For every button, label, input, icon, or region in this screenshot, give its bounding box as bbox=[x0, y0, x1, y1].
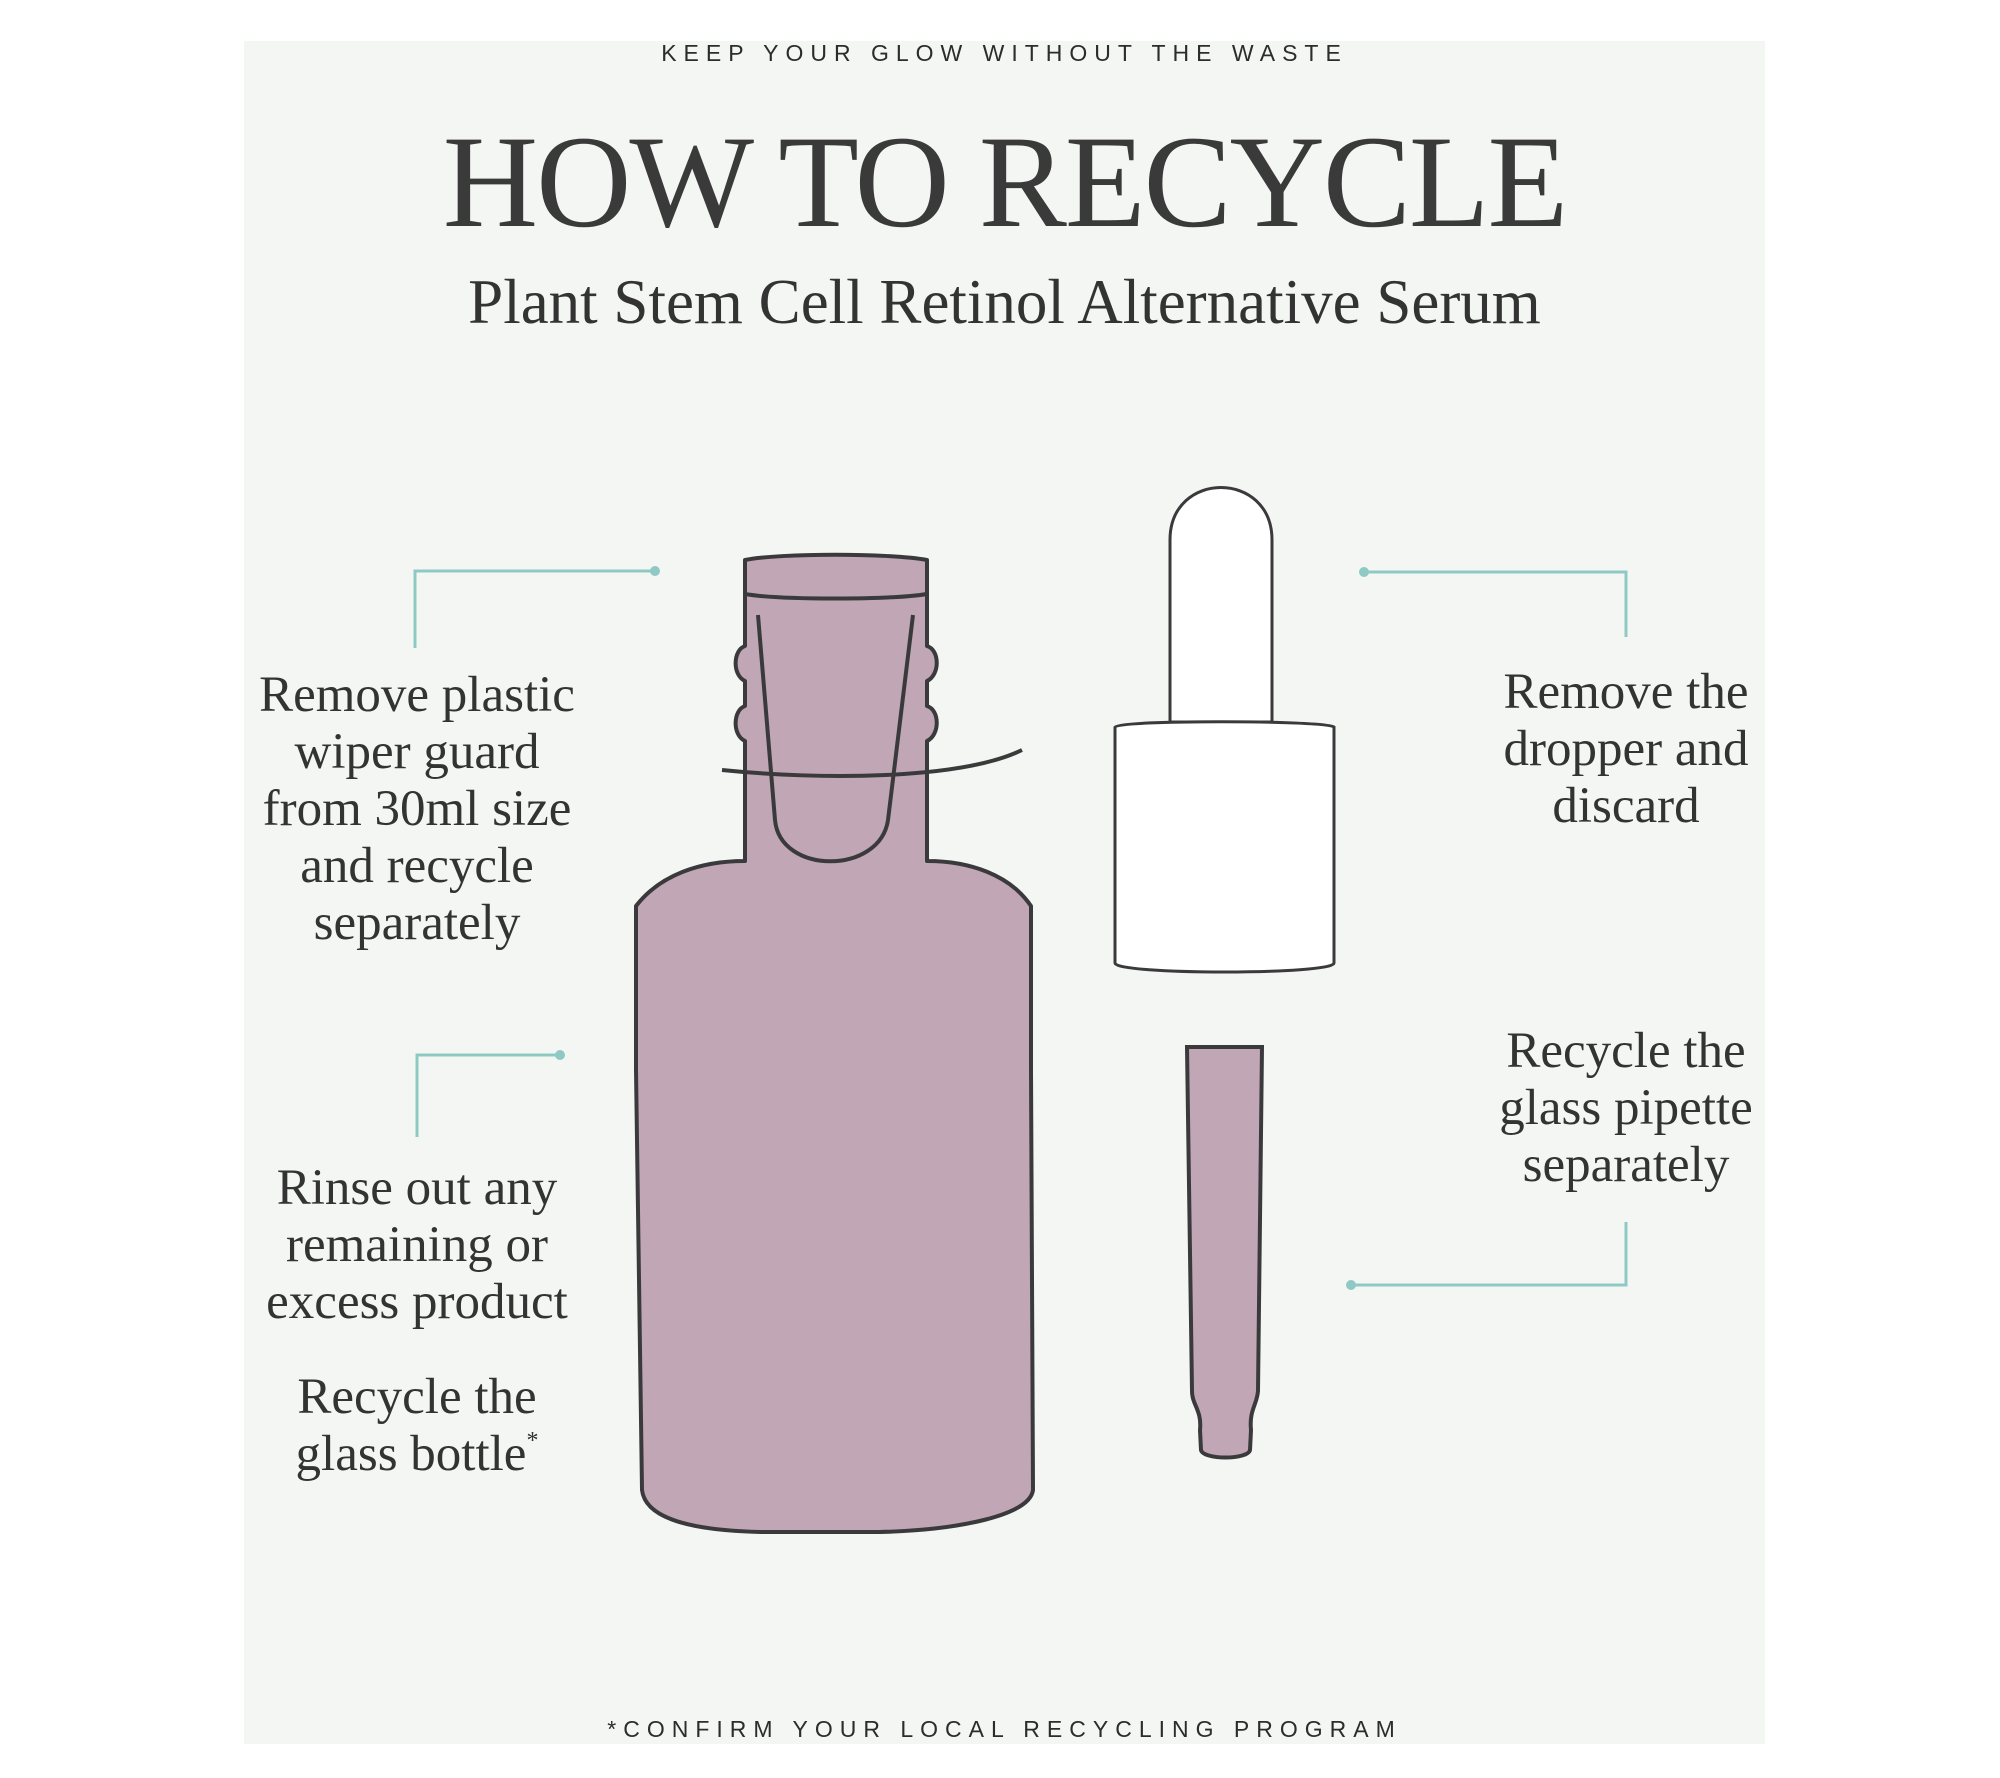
step-remove-wiper-guard: Remove plastic wiper guard from 30ml siz… bbox=[217, 667, 617, 952]
footnote: *CONFIRM YOUR LOCAL RECYCLING PROGRAM bbox=[607, 1716, 1402, 1742]
step-text-line: Rinse out any bbox=[276, 1160, 558, 1216]
step-text-line: from 30ml size bbox=[262, 781, 572, 837]
step-text-line: wiper guard bbox=[294, 724, 540, 780]
glass-bottle-icon bbox=[634, 552, 1035, 1534]
step-text-line: separately bbox=[1522, 1137, 1730, 1193]
leader-rinse bbox=[415, 1053, 560, 1137]
leader-lines bbox=[413, 569, 1628, 1287]
step-text-line: separately bbox=[313, 895, 521, 951]
step-recycle-bottle: Recycle the glass bottle* bbox=[217, 1369, 617, 1483]
step-text-line: dropper and bbox=[1503, 721, 1749, 777]
tagline: KEEP YOUR GLOW WITHOUT THE WASTE bbox=[661, 40, 1348, 66]
step-recycle-pipette: Recycle the glass pipette separately bbox=[1426, 1023, 1826, 1194]
step-rinse: Rinse out any remaining or excess produc… bbox=[217, 1160, 617, 1331]
footnote-mark: * bbox=[526, 1428, 539, 1454]
step-text-line: glass bottle bbox=[295, 1426, 527, 1482]
step-text-line: Remove plastic bbox=[259, 667, 575, 723]
dropper-icon bbox=[1113, 486, 1336, 1460]
page-title: HOW TO RECYCLE bbox=[442, 108, 1568, 255]
leader-dropper bbox=[1364, 570, 1628, 637]
step-text-line: Recycle the bbox=[1506, 1023, 1746, 1079]
step-text-line: glass pipette bbox=[1499, 1080, 1753, 1136]
step-text-line: excess product bbox=[266, 1274, 568, 1330]
step-text-line: remaining or bbox=[286, 1217, 548, 1273]
step-text-line: Recycle the bbox=[297, 1369, 537, 1425]
step-text-line: and recycle bbox=[300, 838, 534, 894]
leader-wiper-guard bbox=[413, 569, 655, 648]
leader-pipette bbox=[1351, 1222, 1628, 1287]
step-text-line: discard bbox=[1552, 778, 1700, 834]
step-text-line: Remove the bbox=[1503, 664, 1749, 720]
product-name: Plant Stem Cell Retinol Alternative Seru… bbox=[468, 267, 1541, 337]
step-remove-dropper: Remove the dropper and discard bbox=[1426, 664, 1826, 835]
